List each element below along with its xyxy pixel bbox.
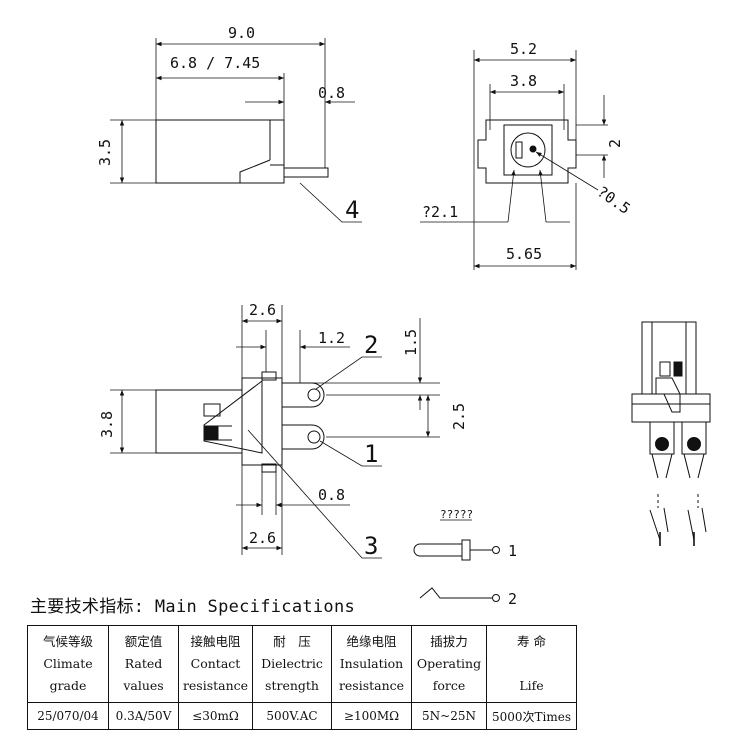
section-lug-right — [681, 421, 707, 455]
section-lug-right-hole — [687, 437, 701, 451]
dim-front-base: 5.65 — [506, 245, 542, 263]
leader-3 — [247, 429, 382, 559]
leader-4 — [299, 182, 362, 223]
front-center-pin — [529, 145, 537, 153]
pin-2-tab — [282, 382, 325, 408]
dim-top-pin-upper: 1.5 — [402, 329, 420, 356]
schematic-pin-2-node — [492, 594, 500, 602]
leader-1 — [319, 440, 382, 467]
schematic-pin-1: 1 — [508, 542, 517, 560]
specs-value-row: 25/070/04 0.3A/50V ≤30mΩ 500V.AC ≥100MΩ … — [27, 702, 577, 730]
top-flange-notch-bottom — [261, 463, 277, 473]
dim-front-width: 5.2 — [510, 40, 537, 58]
schematic-pin-1-node — [492, 546, 500, 554]
schematic-label: ????? — [440, 508, 473, 521]
spec-value-dielectric: 500V.AC — [252, 702, 332, 730]
callout-4: 4 — [345, 196, 359, 224]
pin-1-hole — [307, 430, 321, 444]
schematic-plug — [413, 543, 462, 557]
section-body — [641, 321, 697, 395]
dim-side-segment: 6.8 / 7.45 — [170, 54, 260, 72]
leader-2 — [315, 356, 382, 390]
dim-bottom-offset: 2.6 — [249, 529, 276, 547]
side-body-step — [239, 159, 271, 183]
section-view — [631, 321, 711, 546]
schematic-spring — [419, 587, 492, 599]
dim-front-pin-dia: ?2.1 — [422, 203, 458, 221]
section-contact-block — [659, 361, 671, 377]
dim-front-hole: ?0.5 — [594, 183, 634, 218]
dim-front-top: 2 — [606, 139, 624, 148]
callout-3: 3 — [364, 532, 378, 560]
front-socket-ring — [510, 132, 546, 168]
section-lug-left — [649, 421, 675, 455]
top-flange-notch-top — [261, 371, 277, 381]
top-view: 2.6 1.2 1.5 3.8 2.5 0.8 2.6 2 1 3 — [98, 301, 468, 560]
spec-value-climate: 25/070/04 — [27, 702, 109, 730]
spec-value-contact: ≤30mΩ — [178, 702, 253, 730]
dim-top-pin-gap: 1.2 — [318, 329, 345, 347]
pin-2-hole — [307, 388, 321, 402]
schematic-plug-collar — [461, 539, 471, 561]
callout-1: 1 — [364, 440, 378, 468]
dim-side-pin: 0.8 — [318, 84, 345, 102]
callout-2: 2 — [364, 331, 378, 359]
schematic-pin-2: 2 — [508, 590, 517, 608]
spring-contact — [203, 379, 263, 454]
dim-top-offset: 2.6 — [249, 301, 276, 319]
spec-value-insulation: ≥100MΩ — [331, 702, 412, 730]
dim-top-height: 3.8 — [98, 411, 116, 438]
spec-value-rated: 0.3A/50V — [108, 702, 179, 730]
dim-top-pitch: 2.5 — [450, 403, 468, 430]
section-contact-dark — [673, 361, 683, 377]
front-view: 5.2 3.8 2 ?2.1 ?0.5 5.65 — [420, 40, 634, 270]
dim-side-length: 9.0 — [228, 24, 255, 42]
dim-front-inner: 3.8 — [510, 72, 537, 90]
spec-value-force: 5N~25N — [411, 702, 487, 730]
specs-header-life: 寿 命 Life — [486, 625, 577, 703]
schematic-symbol: ????? 1 2 — [413, 508, 517, 608]
side-body — [155, 119, 285, 184]
top-body — [155, 389, 243, 454]
contact-block-top — [203, 403, 221, 417]
pin-1-tab — [282, 424, 325, 450]
contact-block-bottom — [203, 425, 219, 441]
section-lug-left-hole — [655, 437, 669, 451]
front-socket — [503, 124, 553, 176]
front-socket-contact — [515, 141, 523, 159]
dim-top-pin-lower: 0.8 — [318, 486, 345, 504]
front-body — [477, 119, 577, 184]
specs-title: 主要技术指标: Main Specifications — [30, 597, 356, 617]
spec-value-life: 5000次Times — [486, 702, 577, 730]
side-pin — [283, 167, 329, 178]
dim-side-height: 3.5 — [96, 139, 114, 166]
section-spring — [655, 377, 681, 413]
section-flange — [631, 393, 711, 423]
side-view: 9.0 6.8 / 7.45 0.8 3.5 4 — [96, 24, 362, 224]
